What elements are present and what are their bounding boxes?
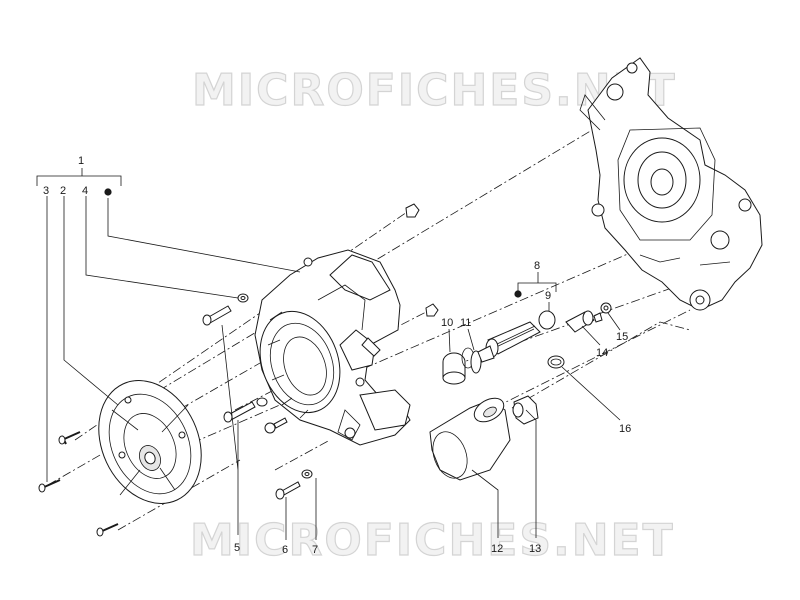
dot-marker-group8 <box>514 290 522 298</box>
watermark-top: MICROFICHES.NET <box>192 65 677 116</box>
flywheel-cover <box>98 380 202 504</box>
o-ring-11 <box>470 350 482 374</box>
callout-12: 12 <box>491 543 503 555</box>
washer-15 <box>600 302 612 314</box>
screw-mid <box>223 401 256 423</box>
callout-14: 14 <box>596 347 608 359</box>
callout-15: 15 <box>616 331 628 343</box>
washer-top <box>237 293 249 303</box>
callout-10: 10 <box>441 317 453 329</box>
nut-top <box>405 203 420 218</box>
callout-9: 9 <box>545 290 551 302</box>
crankcase <box>579 57 763 311</box>
screw-cover-inner <box>264 417 288 434</box>
screw-small-1 <box>58 431 81 445</box>
o-ring-9 <box>538 310 556 330</box>
callout-16: 16 <box>619 423 631 435</box>
oil-filter <box>429 397 511 481</box>
dot-marker-group1 <box>104 188 112 196</box>
callout-13: 13 <box>529 543 541 555</box>
screw-small-2 <box>38 479 61 493</box>
screw-small-3 <box>96 523 119 537</box>
callout-5: 5 <box>234 542 240 554</box>
fasteners <box>38 203 439 537</box>
washer-bottom <box>301 469 313 479</box>
washer-mid <box>256 397 268 407</box>
callout-3: 3 <box>43 185 49 197</box>
filter-screen <box>477 321 541 363</box>
screw-top-left <box>202 305 232 326</box>
watermark-bottom: MICROFICHES.NET <box>190 515 675 566</box>
hose-clamp <box>547 355 565 369</box>
callout-6: 6 <box>282 544 288 556</box>
leader-lines <box>36 168 621 540</box>
callout-11: 11 <box>460 317 471 329</box>
screw-bottom <box>275 481 301 500</box>
callout-8: 8 <box>534 260 540 272</box>
cover-housing <box>254 249 411 446</box>
nut-mid <box>425 303 439 317</box>
oil-drain-plug <box>442 347 475 385</box>
callout-4: 4 <box>82 185 88 197</box>
callout-labels: 1 2 3 4 5 6 7 8 9 10 11 12 13 14 15 16 <box>43 155 631 556</box>
callout-7: 7 <box>312 544 318 556</box>
callout-1: 1 <box>78 155 84 167</box>
callout-2: 2 <box>60 185 66 197</box>
filter-nipple <box>512 395 539 425</box>
oil-pressure-sensor <box>565 310 603 333</box>
